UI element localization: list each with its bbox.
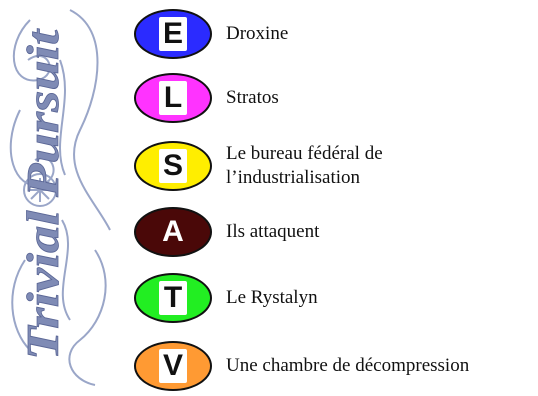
category-letter: S: [159, 149, 187, 183]
category-badge: L: [134, 73, 212, 123]
answer-text-line: Le Rystalyn: [226, 287, 318, 309]
category-letter: A: [162, 215, 184, 248]
answer-text: Stratos: [226, 86, 279, 110]
category-badge: A: [134, 207, 212, 257]
answer-text-line: Le bureau fédéral de: [226, 143, 383, 165]
category-badge: S: [134, 141, 212, 191]
category-row: E Droxine: [134, 8, 288, 60]
category-row: A Ils attaquent: [134, 206, 319, 258]
category-letter: T: [159, 281, 187, 315]
category-badge: E: [134, 9, 212, 59]
answer-text: Ils attaquent: [226, 220, 319, 244]
answer-text-line: Ils attaquent: [226, 221, 320, 243]
answer-text-line: l’industrialisation: [226, 167, 361, 188]
category-letter: L: [159, 81, 187, 115]
answer-text-line: Stratos: [226, 87, 279, 109]
category-letter: V: [159, 349, 187, 383]
category-row: T Le Rystalyn: [134, 272, 318, 324]
logo-text: Trivial Pursuit: [17, 29, 68, 360]
logo-swirl-decoration: [9, 9, 111, 386]
category-letter: E: [159, 17, 187, 51]
category-badge: T: [134, 273, 212, 323]
category-row: V Une chambre de décompression: [134, 340, 469, 392]
answer-text: Droxine: [226, 22, 288, 46]
answer-text-line: Droxine: [226, 23, 289, 45]
category-badge: V: [134, 341, 212, 391]
answer-text: Une chambre de décompression: [226, 354, 469, 378]
category-row: L Stratos: [134, 72, 279, 124]
trivial-pursuit-logo: Trivial Pursuit: [9, 9, 111, 386]
answer-text-line: Une chambre de décompression: [226, 355, 470, 377]
answer-text: Le Rystalyn: [226, 286, 318, 310]
